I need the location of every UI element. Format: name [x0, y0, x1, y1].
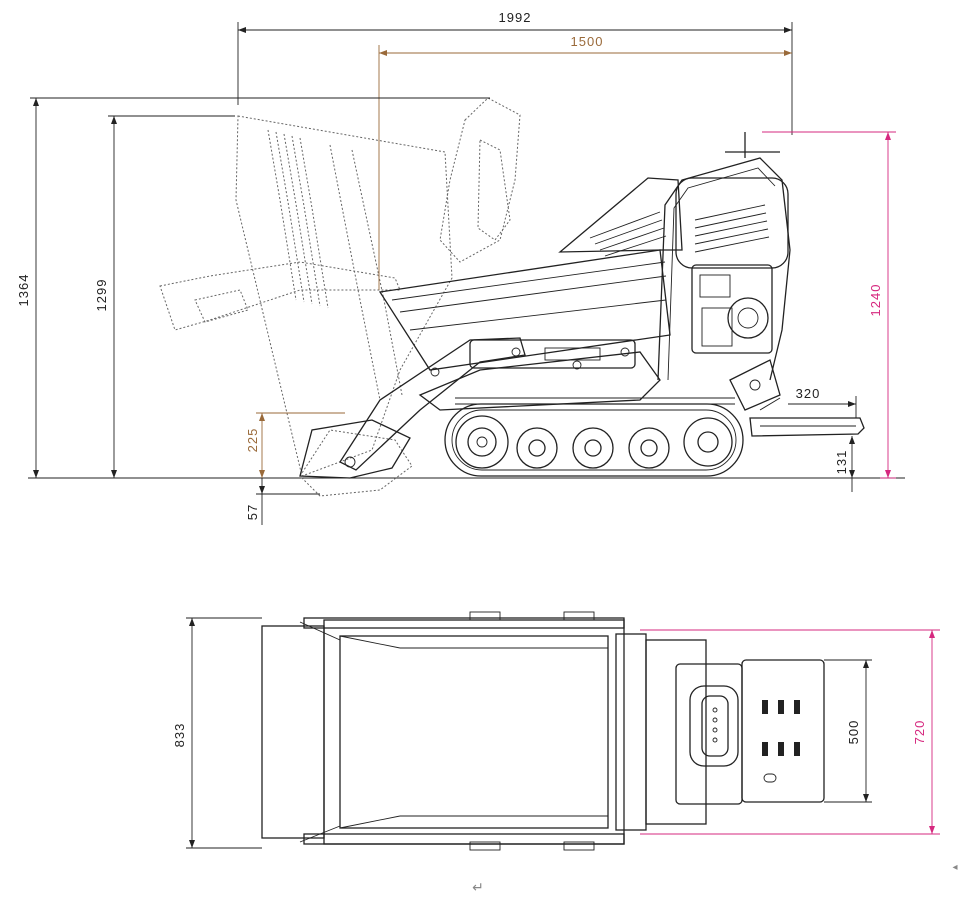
dim-500-label: 500 [846, 720, 861, 745]
top-handle [689, 685, 739, 767]
dim-dump-length: 1500 [378, 34, 792, 290]
dim-platform-length: 320 [788, 386, 857, 418]
dim-1500-label: 1500 [571, 34, 604, 49]
dim-57-label: 57 [245, 504, 260, 520]
dim-overall-width: 833 [172, 617, 262, 849]
dim-max-height: 1364 [16, 97, 490, 478]
top-view: 833 500 720 [172, 611, 940, 851]
dim-225-label: 225 [245, 428, 260, 453]
side-view: 1992 1500 1364 1299 [16, 10, 905, 525]
operator-platform [749, 397, 865, 437]
dim-320-label: 320 [796, 386, 821, 401]
paragraph-mark: ↵ [472, 880, 484, 896]
dim-overall-length: 1992 [237, 10, 793, 135]
top-control-panel [675, 663, 743, 805]
dim-1992-label: 1992 [499, 10, 532, 25]
engine [691, 264, 773, 354]
dim-platform-height: 131 [834, 436, 855, 492]
dim-1299-label: 1299 [94, 279, 109, 312]
platform-slots [762, 700, 800, 756]
track-assembly [444, 397, 744, 477]
handlebar-frame [657, 132, 791, 411]
dim-131-label: 131 [834, 450, 849, 475]
dim-dump-clearance: 225 [245, 412, 345, 478]
top-engine-cover [645, 639, 707, 825]
dim-1364-label: 1364 [16, 274, 31, 307]
shovel-arm [299, 337, 526, 479]
top-hopper [323, 619, 625, 845]
dim-1240-label: 1240 [868, 284, 883, 317]
dim-720-label: 720 [912, 720, 927, 745]
top-track-left [303, 617, 625, 629]
dim-below-ground: 57 [245, 478, 320, 525]
dim-hopper-height: 1299 [94, 115, 235, 478]
top-track-right [303, 833, 625, 845]
dim-track-width: 720 [640, 629, 940, 835]
top-rear-bulkhead [615, 633, 647, 831]
engine-cover [558, 177, 789, 269]
dim-platform-width: 500 [824, 659, 872, 803]
dim-833-label: 833 [172, 723, 187, 748]
dim-handle-height: 1240 [762, 131, 896, 479]
top-operator-platform [741, 659, 825, 803]
hopper [378, 249, 671, 371]
edge-mark: ◂ [952, 862, 957, 873]
top-hopper-inner [339, 635, 609, 829]
top-front-lip [261, 625, 325, 839]
chassis [418, 339, 661, 411]
dumped-hopper-ghost [159, 97, 521, 497]
